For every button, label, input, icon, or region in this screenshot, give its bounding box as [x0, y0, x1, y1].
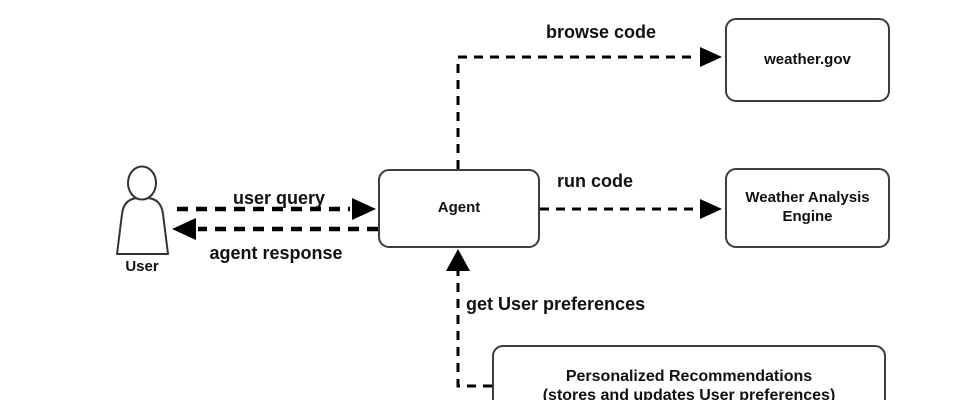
- agent-response-arrowhead: [172, 218, 196, 240]
- get-preferences-arrowhead: [446, 249, 470, 271]
- weather-engine-label-line2: Engine: [782, 208, 833, 225]
- user-icon: [116, 165, 169, 255]
- agent-node: Agent: [378, 169, 540, 248]
- weather-gov-node: weather.gov: [725, 18, 890, 102]
- user-icon-head: [127, 165, 157, 201]
- agent-response-arrow: [172, 218, 378, 240]
- user-query-arrowhead: [352, 198, 376, 220]
- browse-code-line: [456, 55, 698, 169]
- user-query-arrow: [177, 198, 376, 220]
- browse-code-arrowhead: [700, 47, 722, 67]
- personalized-recommendations-node: Personalized Recommendations (stores and…: [492, 345, 886, 400]
- weather-analysis-engine-node: Weather Analysis Engine: [725, 168, 890, 248]
- personalized-label-line2: (stores and updates User preferences): [542, 387, 836, 400]
- user-node-label: User: [125, 258, 159, 275]
- run-code-arrow: [540, 199, 722, 219]
- weather-gov-node-label: weather.gov: [764, 50, 851, 68]
- get-preferences-arrow: [446, 249, 492, 388]
- agent-node-label: Agent: [437, 199, 481, 217]
- get-preferences-line: [456, 268, 492, 388]
- run-code-label: run code: [556, 171, 634, 191]
- run-code-arrowhead: [700, 199, 722, 219]
- user-query-label: user query: [232, 188, 326, 208]
- personalized-label-line1: Personalized Recommendations: [565, 368, 813, 385]
- get-preferences-label: get User preferences: [466, 294, 646, 314]
- user-icon-body: [116, 197, 169, 255]
- weather-engine-label-line1: Weather Analysis: [745, 189, 870, 207]
- agent-response-label: agent response: [209, 243, 343, 263]
- browse-code-label: browse code: [545, 22, 657, 42]
- browse-code-arrow: [456, 47, 722, 169]
